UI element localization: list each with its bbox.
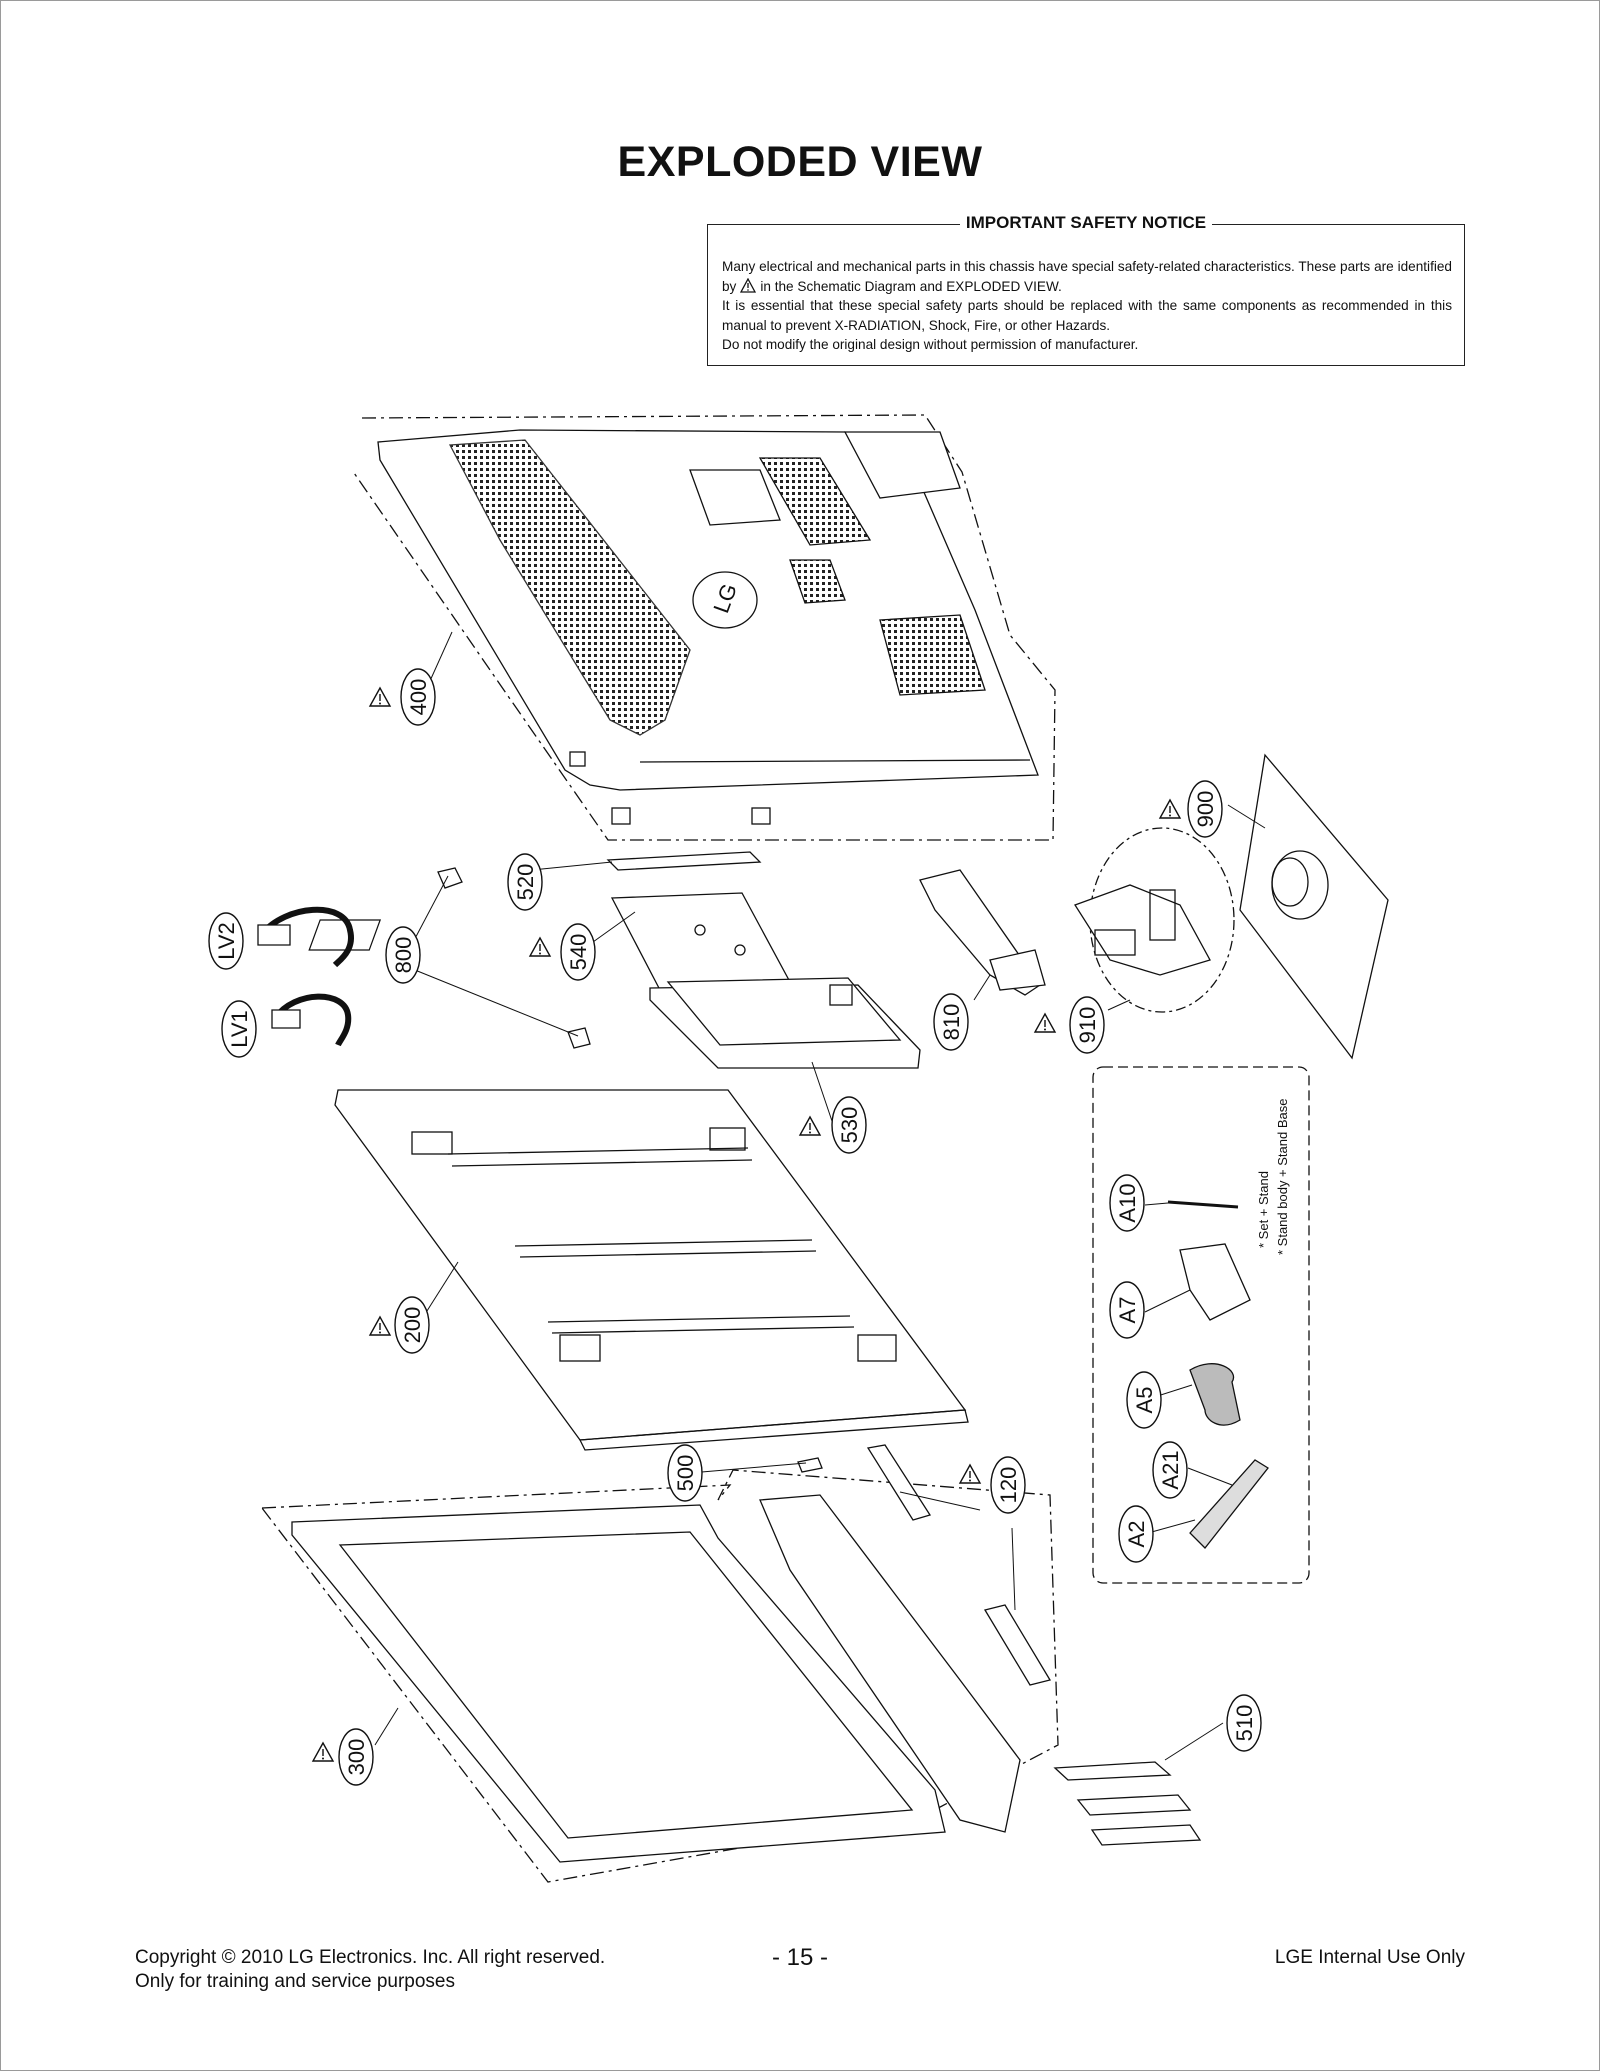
svg-text:300: 300 (344, 1739, 369, 1776)
warning-triangle-icon (369, 1316, 391, 1336)
stand-base-part (1239, 753, 1389, 1060)
safety-notice-heading: IMPORTANT SAFETY NOTICE (959, 213, 1213, 232)
warning-triangle-icon (312, 1742, 334, 1762)
warning-triangle-icon (529, 937, 551, 957)
notice-paragraph-3: Do not modify the original design withou… (722, 337, 1139, 353)
svg-text:510: 510 (1232, 1705, 1257, 1742)
safety-notice-box: IMPORTANT SAFETY NOTICE Many electrical … (707, 213, 1465, 366)
callout-530: 530 (831, 1096, 867, 1154)
stand-note-body: * Stand body + Stand Base (1275, 1099, 1290, 1255)
callout-a21: A21 (1152, 1441, 1188, 1499)
callout-lv1: LV1 (221, 1000, 257, 1058)
footer-page-number: - 15 - (771, 1944, 828, 1971)
svg-text:400: 400 (406, 679, 431, 716)
callout-400: 400 (400, 668, 436, 726)
svg-text:520: 520 (513, 864, 538, 901)
safety-notice-body: Many electrical and mechanical parts in … (722, 257, 1452, 355)
stand-note-set: * Set + Stand (1256, 1171, 1271, 1248)
svg-text:900: 900 (1193, 791, 1218, 828)
callout-910: 910 (1069, 996, 1105, 1054)
lcd-module-part (334, 1089, 969, 1451)
warning-triangle-icon (1159, 799, 1181, 819)
svg-text:810: 810 (939, 1004, 964, 1041)
stand-body-part (1074, 827, 1235, 1013)
warning-triangle-icon (1034, 1013, 1056, 1033)
bracket-part (919, 869, 1046, 996)
back-cover-part: LG (351, 414, 1056, 841)
callout-lv2: LV2 (208, 912, 244, 970)
svg-text:A21: A21 (1158, 1450, 1183, 1489)
callout-300: 300 (338, 1728, 374, 1786)
footer-copyright: Copyright © 2010 LG Electronics. Inc. Al… (135, 1947, 606, 1968)
cable-lv2 (257, 906, 354, 968)
svg-text:500: 500 (673, 1455, 698, 1492)
svg-text:800: 800 (391, 937, 416, 974)
svg-text:910: 910 (1075, 1007, 1100, 1044)
callout-900: 900 (1187, 780, 1223, 838)
power-module-part (649, 977, 921, 1069)
svg-text:200: 200 (400, 1307, 425, 1344)
callout-200: 200 (394, 1296, 430, 1354)
svg-text:540: 540 (566, 934, 591, 971)
svg-text:LV2: LV2 (214, 922, 239, 960)
page-title: EXPLODED VIEW (617, 138, 983, 186)
notice-text-1b: in the Schematic Diagram and EXPLODED VI… (760, 278, 1062, 294)
footer-left: Copyright © 2010 LG Electronics. Inc. Al… (135, 1946, 605, 1994)
notice-paragraph-1: Many electrical and mechanical parts in … (722, 257, 1452, 296)
callout-510: 510 (1226, 1694, 1262, 1752)
callout-a10: A10 (1109, 1174, 1145, 1232)
callout-500: 500 (667, 1444, 703, 1502)
main-board-part (308, 851, 792, 991)
svg-text:120: 120 (996, 1467, 1021, 1504)
callout-540: 540 (560, 923, 596, 981)
warning-triangle-icon (799, 1116, 821, 1136)
callout-a7: A7 (1109, 1281, 1145, 1339)
callout-a2: A2 (1118, 1505, 1154, 1563)
callout-520: 520 (507, 853, 543, 911)
speaker-part (866, 1444, 1052, 1686)
ir-board-part (1053, 1761, 1202, 1846)
svg-text:A10: A10 (1115, 1183, 1140, 1222)
svg-text:530: 530 (837, 1107, 862, 1144)
stand-accessories-box (1092, 1066, 1310, 1584)
svg-text:A2: A2 (1124, 1521, 1149, 1548)
notice-paragraph-2: It is essential that these special safet… (722, 298, 1452, 333)
warning-triangle-icon (369, 687, 391, 707)
callout-810: 810 (933, 993, 969, 1051)
footer-purpose: Only for training and service purposes (135, 1971, 455, 1992)
svg-text:A5: A5 (1132, 1387, 1157, 1414)
warning-triangle-icon (740, 277, 757, 293)
notice-text-1a: Many electrical and mechanical parts in … (722, 259, 1452, 294)
callout-800: 800 (385, 926, 421, 984)
callout-a5: A5 (1126, 1371, 1162, 1429)
svg-text:A7: A7 (1115, 1297, 1140, 1324)
callout-120: 120 (990, 1456, 1026, 1514)
warning-triangle-icon (959, 1464, 981, 1484)
svg-text:LV1: LV1 (227, 1010, 252, 1048)
footer-internal: LGE Internal Use Only (1274, 1947, 1465, 1968)
cable-lv1 (271, 993, 352, 1047)
front-cabinet-part (261, 1469, 1059, 1883)
bracket-500-part (797, 1457, 823, 1473)
